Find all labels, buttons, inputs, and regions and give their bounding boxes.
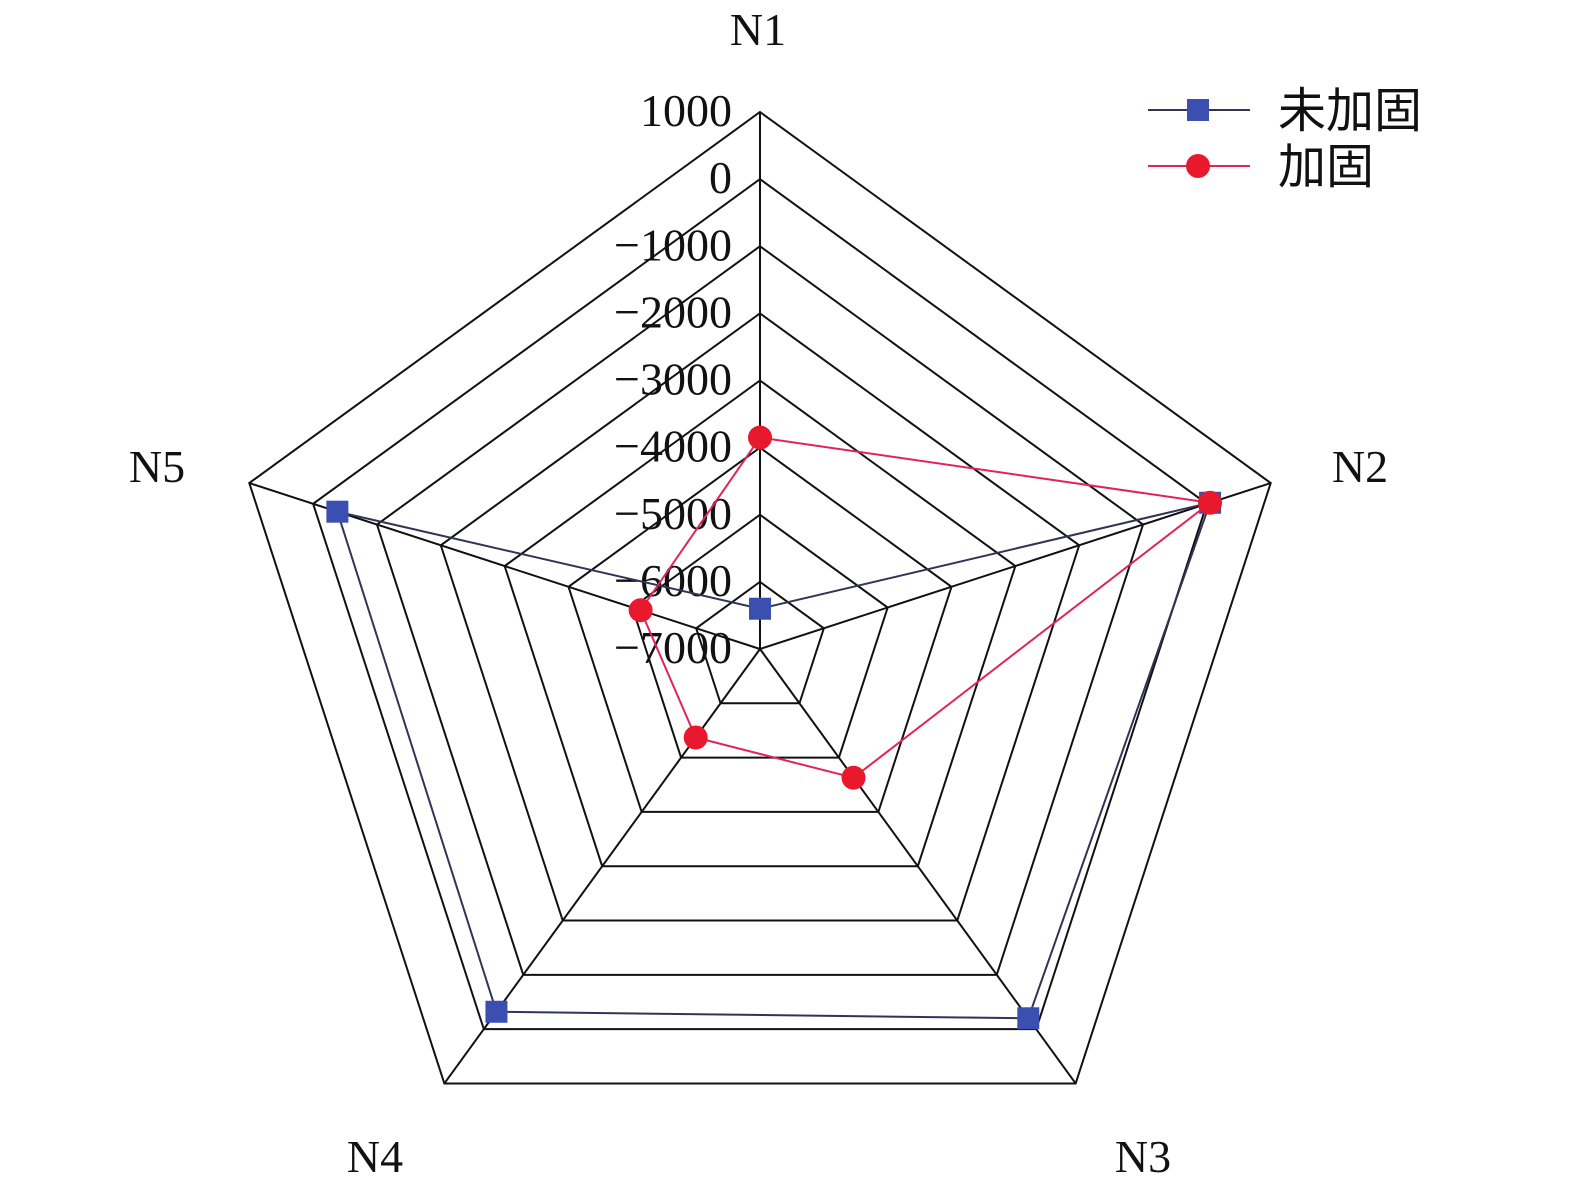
data-point (628, 598, 653, 623)
data-point (485, 1000, 508, 1023)
legend-label: 未加固 (1278, 85, 1422, 138)
grid-ring (694, 580, 826, 705)
series-line (335, 501, 1212, 1020)
series-line (639, 436, 1213, 779)
legend-item-0: 未加固 (1148, 85, 1422, 138)
data-point (1017, 1007, 1040, 1030)
axis-label-n5: N5 (129, 441, 185, 492)
radial-tick-label: −7000 (614, 622, 732, 673)
radar-grid (248, 110, 1272, 1085)
radial-tick-label: −2000 (614, 286, 732, 337)
axis-label-n2: N2 (1332, 441, 1388, 492)
series-0 (326, 491, 1222, 1030)
grid-ring (248, 110, 1272, 1085)
grid-ring (439, 312, 1081, 922)
data-point (841, 765, 866, 790)
radial-tick-label: −5000 (614, 488, 732, 539)
data-point (748, 425, 772, 450)
axis-label-n1: N1 (730, 4, 786, 55)
grid-ring (311, 177, 1209, 1031)
radial-tick-label: −4000 (614, 421, 732, 472)
radial-tick-label: 1000 (640, 85, 732, 136)
series-group (326, 425, 1223, 1030)
axis-spoke (759, 482, 1272, 650)
grid-ring (503, 379, 1017, 868)
legend-label: 加固 (1278, 141, 1374, 194)
data-point (683, 725, 708, 750)
data-point (1198, 490, 1223, 515)
series-1 (628, 425, 1223, 790)
legend-item-1: 加固 (1148, 141, 1374, 194)
axis-label-n3: N3 (1115, 1131, 1171, 1182)
circle-marker-icon (1186, 154, 1210, 178)
square-marker-icon (1187, 99, 1209, 121)
radial-tick-label: −3000 (614, 354, 732, 405)
data-point (326, 500, 349, 523)
radial-tick-label: 0 (709, 152, 732, 203)
axis-label-n4: N4 (347, 1131, 403, 1182)
grid-ring (375, 245, 1145, 976)
radial-tick-label: −1000 (614, 219, 732, 270)
grid-ring (567, 446, 953, 813)
data-point (749, 597, 771, 620)
